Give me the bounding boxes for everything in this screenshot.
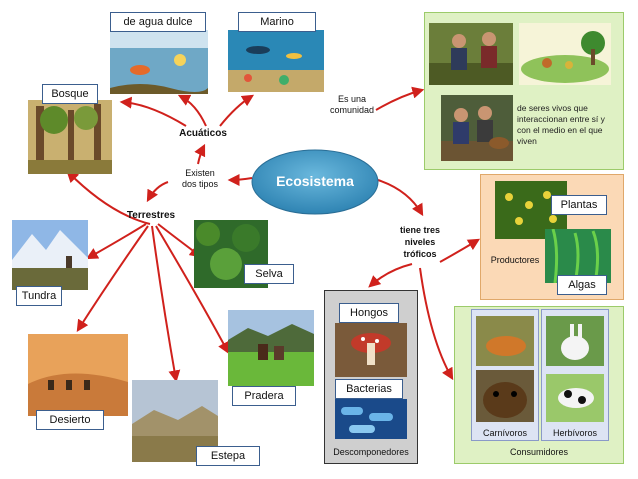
label-descomponedores: Descomponedores	[333, 447, 409, 457]
label-estepa: Estepa	[196, 446, 260, 466]
cartoon-ecosystem-photo	[519, 23, 611, 85]
hongos-photo	[335, 323, 407, 377]
label-plantas: Plantas	[551, 195, 607, 215]
bacterias-photo	[335, 399, 407, 439]
herbivoros-cow-photo	[546, 374, 604, 422]
people-photo	[429, 23, 513, 85]
type-acuaticos: Acuáticos	[179, 128, 227, 139]
desierto-photo	[28, 334, 128, 416]
carnivoros-top-photo	[476, 316, 534, 366]
herbivoros-rabbit-photo	[546, 316, 604, 366]
label-agua-dulce: de agua dulce	[110, 12, 206, 32]
label-desierto: Desierto	[36, 410, 104, 430]
tundra-photo	[12, 220, 88, 290]
type-terrestres: Terrestres	[126, 210, 176, 221]
carnivoros-box: Carnívoros	[471, 309, 539, 441]
agua-dulce-photo	[110, 30, 208, 94]
label-herbivoros: Herbívoros	[552, 428, 597, 438]
label-selva: Selva	[244, 264, 294, 284]
label-pradera: Pradera	[232, 386, 296, 406]
link-es-una-comunidad: Es una comunidad	[329, 94, 375, 115]
label-algas: Algas	[557, 275, 607, 295]
pradera-photo	[228, 310, 314, 386]
productores-panel: Plantas Algas Productores	[480, 174, 624, 300]
algas-photo	[545, 229, 611, 283]
marino-photo	[228, 30, 324, 92]
link-existen-dos-tipos: Existen dos tipos	[181, 168, 219, 189]
label-carnivoros: Carnívoros	[482, 428, 527, 438]
community-panel: de seres vivos que interaccionan entre s…	[424, 12, 624, 170]
label-bosque: Bosque	[42, 84, 98, 104]
descomponedores-panel: Hongos Bacterias Descomponedores	[324, 290, 418, 464]
label-bacterias: Bacterias	[335, 379, 403, 399]
herbivoros-box: Herbívoros	[541, 309, 609, 441]
label-marino: Marino	[238, 12, 316, 32]
carnivoros-bear-photo	[476, 370, 534, 422]
center-node: Ecosistema	[250, 148, 380, 216]
bosque-photo	[28, 100, 112, 174]
consumidores-panel: Carnívoros Herbívoros Consumidores	[454, 306, 624, 464]
label-hongos: Hongos	[339, 303, 399, 323]
label-tundra: Tundra	[16, 286, 62, 306]
label-productores: Productores	[490, 255, 540, 265]
label-consumidores: Consumidores	[509, 447, 569, 457]
center-label: Ecosistema	[276, 173, 354, 189]
community-description: de seres vivos que interaccionan entre s…	[517, 103, 605, 146]
people-with-dog-photo	[441, 95, 513, 161]
link-tiene-tres-niveles: tiene tres niveles tróficos	[399, 225, 441, 259]
